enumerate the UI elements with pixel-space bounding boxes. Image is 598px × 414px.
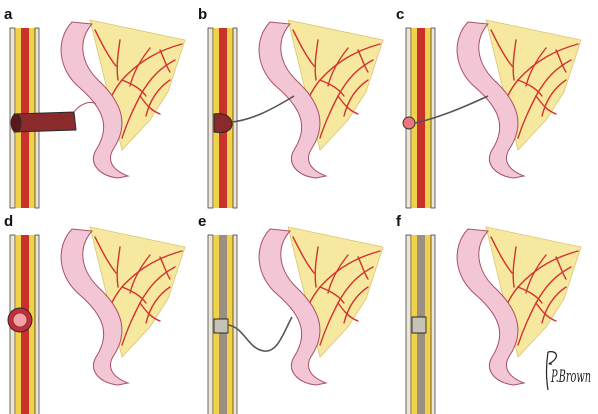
stoma-detail <box>213 95 295 133</box>
stoma-detail <box>213 316 293 352</box>
panel-label-b: b <box>198 6 207 23</box>
stoma-detail <box>402 95 489 130</box>
bowel-loop <box>60 228 130 386</box>
bowel-loop <box>60 21 130 179</box>
panel-d <box>7 226 186 414</box>
bowel-loop <box>456 21 526 179</box>
panel-label-d: d <box>4 213 13 230</box>
panel-c <box>402 19 582 209</box>
panel-b <box>207 19 384 209</box>
signature-text: P.Brown <box>550 367 591 387</box>
panel-label-e: e <box>198 213 206 230</box>
stoma-detail <box>7 307 33 333</box>
bowel-loop <box>258 228 328 386</box>
panel-label-f: f <box>396 213 402 230</box>
bowel-loop <box>456 228 526 386</box>
stoma-detail <box>10 101 97 133</box>
mesenteric-vessels <box>292 29 381 139</box>
panel-label-a: a <box>4 6 13 23</box>
panel-a <box>9 19 186 209</box>
stoma-detail <box>411 316 427 334</box>
mesenteric-vessels <box>292 236 381 346</box>
panel-e <box>207 226 384 414</box>
artist-signature: P.Brown <box>545 351 591 391</box>
panel-label-c: c <box>396 6 404 23</box>
panel-f <box>405 226 582 414</box>
mesenteric-vessels <box>94 29 183 139</box>
bowel-loop <box>258 21 328 179</box>
